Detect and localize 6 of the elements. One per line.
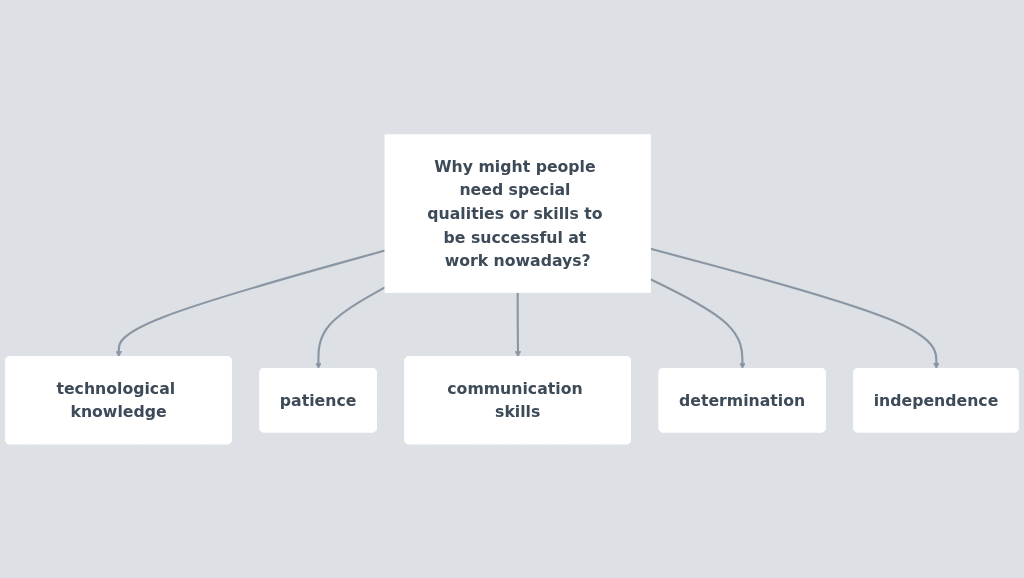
arrow [115,249,386,358]
arrow [650,278,746,369]
node-box: Why might people need special qualities or skills to be successful at work nowadays? [384,134,651,293]
arrow [315,286,386,369]
arrow [650,247,940,369]
arrow [514,292,522,358]
